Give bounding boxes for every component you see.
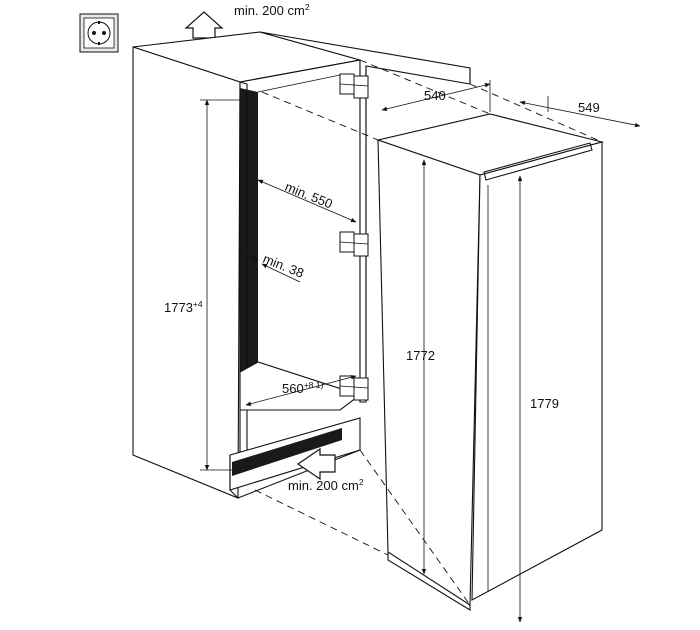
dimension-appliance-depth [381, 80, 491, 112]
appliance-height-door-label: 1779 [530, 396, 559, 411]
dimension-appliance-depth-door [519, 96, 641, 128]
cabinet-niche [132, 31, 362, 499]
dimension-min-gap [239, 251, 301, 283]
min-depth-label: min. 550 [283, 179, 335, 212]
appliance-body [376, 113, 605, 611]
hinge-top [339, 73, 369, 99]
dimension-niche-height [200, 99, 240, 471]
vent-top-label: min. 200 cm2 [234, 2, 310, 18]
power-socket-icon [79, 13, 119, 53]
airflow-in-arrow-icon [296, 447, 336, 481]
dimension-min-depth [257, 179, 357, 223]
hinge-middle [339, 231, 369, 257]
niche-height-label: 1773+4 [164, 299, 203, 315]
airflow-up-arrow-icon [184, 11, 224, 39]
dimension-niche-width [245, 375, 357, 406]
appliance-height-label: 1772 [406, 348, 435, 363]
min-gap-label: min. 38 [261, 251, 306, 281]
appliance-depth-door-label: 549 [578, 100, 600, 115]
appliance-depth-label: 540 [424, 88, 446, 103]
niche-width-label: 560+8 1) [282, 380, 323, 396]
vent-bottom-label: min. 200 cm2 [288, 477, 364, 493]
hinge-bottom [339, 375, 369, 401]
